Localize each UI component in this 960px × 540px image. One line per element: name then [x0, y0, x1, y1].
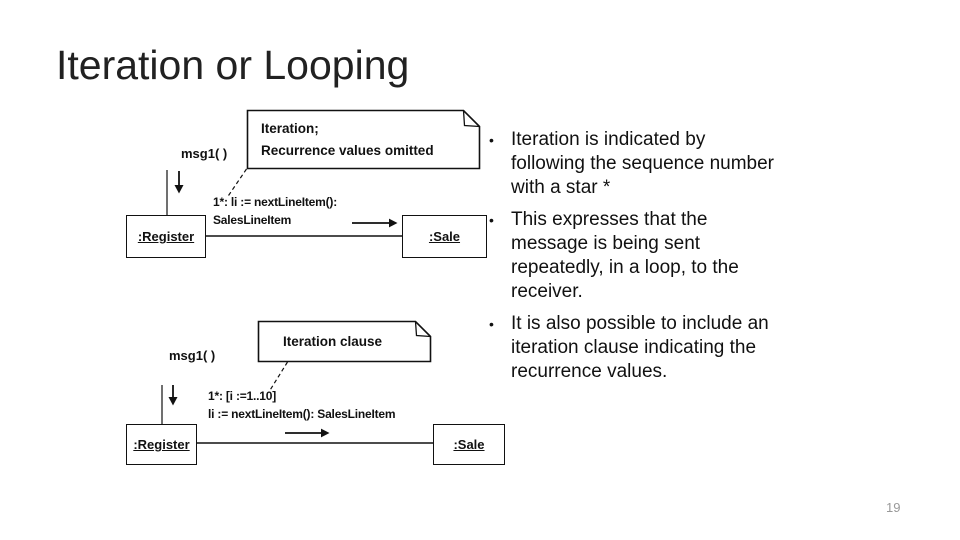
bullet-text: Iteration is indicated by following the …	[511, 129, 775, 198]
sequence-line: SalesLineItem	[213, 213, 292, 227]
note-line: Iteration;	[261, 121, 319, 136]
note-box-shape	[257, 320, 432, 363]
diagram-top-shapes	[166, 109, 481, 237]
right-arrow-icon	[389, 218, 398, 228]
bullet-dot-icon: •	[489, 132, 494, 148]
down-arrow-icon	[174, 185, 184, 194]
sequence-line: 1*: [i :=1..10]	[208, 389, 277, 403]
bullet-text: This expresses that the message is being…	[511, 209, 739, 302]
object-label: :Register	[137, 229, 195, 244]
object-box-register: :Register	[126, 215, 206, 258]
page-title: Iteration or Looping	[56, 42, 410, 88]
message-label: msg1( )	[169, 348, 216, 363]
sequence-expression: 1*: [i :=1..10] li := nextLineItem(): Sa…	[208, 387, 396, 423]
diagram-bottom-shapes	[161, 320, 434, 444]
note-line: Recurrence values omitted	[261, 143, 434, 158]
note-anchor-dashed-line	[268, 361, 289, 392]
bullet-dot-icon: •	[489, 316, 494, 332]
bullet-list: • Iteration is indicated by following th…	[489, 128, 779, 392]
bullet-dot-icon: •	[489, 212, 494, 228]
object-box-sale: :Sale	[402, 215, 487, 258]
note-fold-icon	[414, 321, 431, 338]
note-fold-icon	[462, 110, 480, 128]
sequence-expression: 1*: li := nextLineItem(): SalesLineItem	[213, 193, 337, 229]
note-text: Iteration; Recurrence values omitted	[261, 118, 434, 162]
note-box-shape	[246, 109, 481, 170]
down-arrow-icon	[168, 397, 178, 406]
sequence-line: li := nextLineItem(): SalesLineItem	[208, 407, 396, 421]
bullet-item: • It is also possible to include an iter…	[489, 312, 779, 384]
note-anchor-dashed-line	[227, 168, 247, 198]
bullet-item: • Iteration is indicated by following th…	[489, 128, 779, 200]
object-label: :Sale	[428, 229, 461, 244]
bullet-item: • This expresses that the message is bei…	[489, 208, 779, 304]
page-number: 19	[886, 500, 901, 515]
note-text: Iteration clause	[282, 334, 383, 349]
object-label: :Sale	[453, 437, 485, 452]
message-label: msg1( )	[181, 146, 228, 161]
object-label: :Register	[133, 437, 190, 452]
bullet-text: It is also possible to include an iterat…	[511, 313, 769, 382]
right-arrow-icon	[321, 428, 330, 438]
object-box-sale: :Sale	[433, 424, 505, 465]
object-box-register: :Register	[126, 424, 197, 465]
sequence-line: 1*: li := nextLineItem():	[213, 195, 338, 209]
